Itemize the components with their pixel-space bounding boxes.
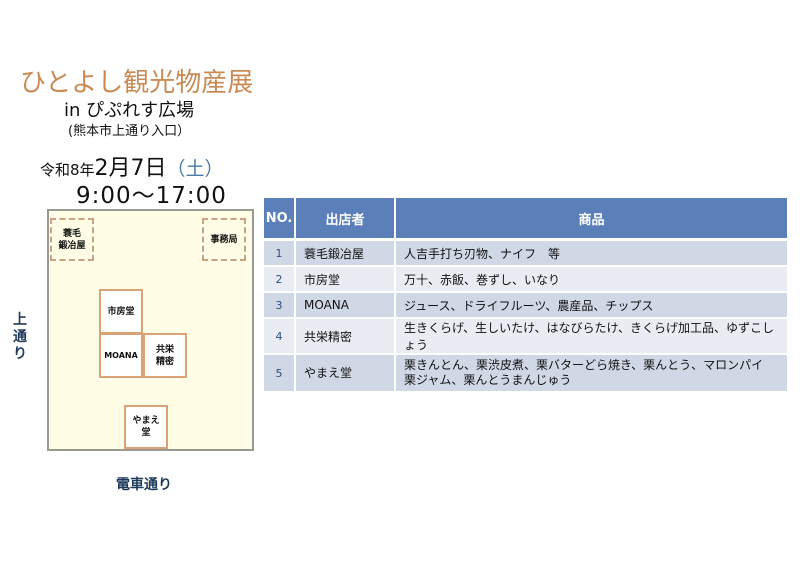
row-goods: 栗きんとん、栗渋皮煮、栗バターどら焼き、栗んとう、マロンパイ 栗ジャム、栗んとう… xyxy=(395,354,787,393)
booth-label: 事務局 xyxy=(210,234,238,245)
row-number: 3 xyxy=(264,292,296,319)
row-goods: 生きくらげ、生しいたけ、はなびらたけ、きくらげ加工品、ゆずこしょう xyxy=(395,318,787,355)
row-goods-line: 栗きんとん、栗渋皮煮、栗バターどら焼き、栗んとう、マロンパイ xyxy=(404,358,764,372)
booth-label: MOANA xyxy=(104,350,138,360)
column-header-goods: 商品 xyxy=(395,198,787,241)
row-goods-line: 栗ジャム、栗んとうまんじゅう xyxy=(404,373,572,387)
venue-map: 蓑毛鍛冶屋 事務局 市房堂 MOANA 共栄精密 やまえ堂 xyxy=(47,209,254,451)
vendor-table: NO. 出店者 商品 1 蓑毛鍛冶屋 人吉手打ち刃物、ナイフ 等 2 市房堂 万… xyxy=(264,198,787,393)
event-date: 令和8年2月7日（土） xyxy=(40,150,224,182)
row-shop: MOANA xyxy=(295,292,396,319)
row-number: 2 xyxy=(264,266,296,293)
road-label-kamitori: 上通り xyxy=(12,312,28,363)
table-row: 3 MOANA ジュース、ドライフルーツ、農産品、チップス xyxy=(264,292,787,319)
booth-yamaedo: やまえ堂 xyxy=(124,405,168,449)
booth-moana: MOANA xyxy=(99,333,143,378)
event-venue: in ぴぷれす広場 xyxy=(64,100,195,121)
booth-label: 共栄精密 xyxy=(155,344,174,367)
row-goods: 人吉手打ち刃物、ナイフ 等 xyxy=(395,239,787,267)
row-goods: ジュース、ドライフルーツ、農産品、チップス xyxy=(395,292,787,319)
booth-minoke: 蓑毛鍛冶屋 xyxy=(50,218,94,261)
table-row: 5 やまえ堂 栗きんとん、栗渋皮煮、栗バターどら焼き、栗んとう、マロンパイ 栗ジ… xyxy=(264,354,787,393)
booth-office: 事務局 xyxy=(202,218,246,261)
event-location: (熊本市上通り入口） xyxy=(68,124,191,139)
row-shop: やまえ堂 xyxy=(295,354,396,393)
row-shop: 市房堂 xyxy=(295,266,396,293)
table-row: 2 市房堂 万十、赤飯、巻ずし、いなり xyxy=(264,266,787,293)
row-shop: 共栄精密 xyxy=(295,318,396,355)
road-left-text: 上通り xyxy=(13,312,27,362)
table-row: 1 蓑毛鍛冶屋 人吉手打ち刃物、ナイフ 等 xyxy=(264,239,787,267)
road-label-densha-dori: 電車通り xyxy=(116,477,172,493)
event-title: ひとよし観光物産展 xyxy=(20,68,254,98)
booth-label: 市房堂 xyxy=(107,306,135,317)
table-row: 4 共栄精密 生きくらげ、生しいたけ、はなびらたけ、きくらげ加工品、ゆずこしょう xyxy=(264,318,787,355)
row-shop: 蓑毛鍛冶屋 xyxy=(295,239,396,267)
column-header-shop: 出店者 xyxy=(295,198,396,241)
booth-label: やまえ堂 xyxy=(132,416,160,438)
booth-label: 蓑毛鍛冶屋 xyxy=(58,228,86,251)
date-day-of-week: （土） xyxy=(166,158,224,180)
event-time: 9:00〜17:00 xyxy=(76,183,227,209)
date-era: 令和8年 xyxy=(40,161,95,179)
row-number: 5 xyxy=(264,354,296,393)
date-main: 2月7日 xyxy=(94,156,167,181)
row-number: 4 xyxy=(264,318,296,355)
row-number: 1 xyxy=(264,239,296,267)
booth-kyoei-seimitsu: 共栄精密 xyxy=(143,333,187,378)
table-header-row: NO. 出店者 商品 xyxy=(264,198,787,241)
booth-ichifusado: 市房堂 xyxy=(99,289,143,334)
column-header-no: NO. xyxy=(264,198,296,241)
row-goods: 万十、赤飯、巻ずし、いなり xyxy=(395,266,787,293)
